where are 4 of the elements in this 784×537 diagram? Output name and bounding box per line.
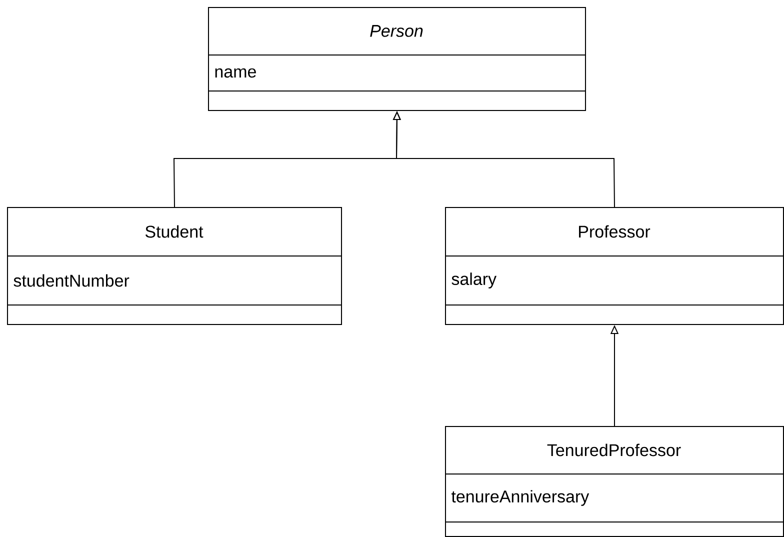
class-box: TenuredProfessor tenureAnniversary: [444, 426, 784, 537]
class-box: Professor salary: [444, 206, 784, 325]
class-box: Person name: [208, 7, 586, 111]
class-box: Student studentNumber: [6, 206, 342, 325]
